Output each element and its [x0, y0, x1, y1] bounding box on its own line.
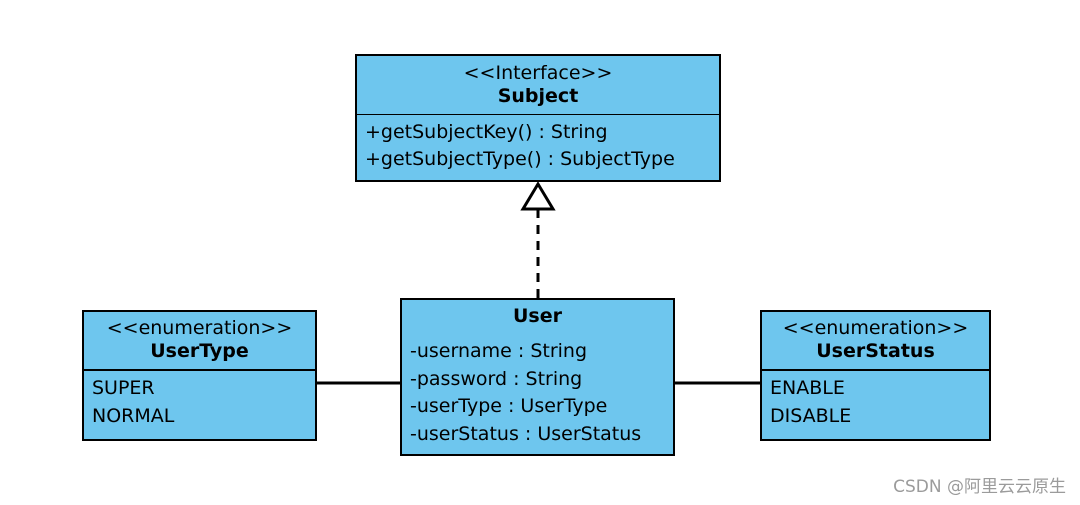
class-name-userstatus: UserStatus	[816, 340, 935, 363]
hollow-triangle-arrowhead	[520, 181, 556, 211]
class-name-usertype: UserType	[150, 340, 249, 363]
class-members-user: -username : String -password : String -u…	[402, 334, 673, 454]
class-member: -userStatus : UserStatus	[410, 422, 642, 445]
class-header-userstatus: <<enumeration>> UserStatus	[762, 312, 989, 369]
class-header-subject: <<Interface>> Subject	[357, 56, 719, 114]
class-stereotype-userstatus: <<enumeration>>	[782, 317, 969, 339]
class-divider-usertype	[84, 369, 315, 372]
class-member: -userType : UserType	[410, 395, 608, 418]
class-box-usertype[interactable]: <<enumeration>> UserType SUPER NORMAL	[82, 310, 317, 441]
class-header-usertype: <<enumeration>> UserType	[84, 312, 315, 369]
class-member: -username : String	[410, 340, 588, 363]
class-members-userstatus: ENABLE DISABLE	[762, 371, 989, 436]
class-member: -password : String	[410, 367, 583, 390]
class-member: NORMAL	[92, 404, 175, 427]
watermark-text: CSDN @阿里云云原生	[893, 477, 1066, 497]
class-name-subject: Subject	[497, 85, 579, 108]
class-members-subject: +getSubjectKey() : String +getSubjectTyp…	[357, 115, 719, 180]
class-box-subject[interactable]: <<Interface>> Subject +getSubjectKey() :…	[355, 54, 721, 182]
class-member: DISABLE	[770, 404, 852, 427]
class-box-user[interactable]: User -username : String -password : Stri…	[400, 298, 675, 456]
class-divider-userstatus	[762, 369, 989, 372]
class-member: +getSubjectKey() : String	[365, 120, 608, 143]
class-box-userstatus[interactable]: <<enumeration>> UserStatus ENABLE DISABL…	[760, 310, 991, 441]
class-header-user: User	[402, 300, 673, 334]
class-stereotype-subject: <<Interface>>	[463, 62, 613, 84]
class-stereotype-usertype: <<enumeration>>	[106, 317, 293, 339]
class-name-user: User	[513, 305, 562, 327]
class-divider-subject	[357, 114, 719, 115]
class-member: +getSubjectType() : SubjectType	[365, 148, 675, 171]
class-member: ENABLE	[770, 377, 845, 400]
class-member: SUPER	[92, 377, 155, 400]
class-members-usertype: SUPER NORMAL	[84, 371, 315, 436]
